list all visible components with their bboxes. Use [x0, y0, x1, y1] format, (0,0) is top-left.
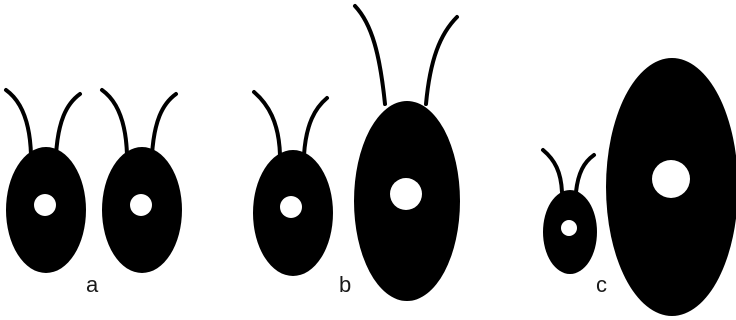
- flagellum: [152, 94, 176, 155]
- nucleus: [130, 194, 152, 216]
- nucleus: [280, 196, 302, 218]
- cell-a-right: [102, 90, 182, 273]
- flagellum: [543, 150, 562, 192]
- panel-label-a: a: [86, 272, 99, 297]
- panel-c: c: [543, 58, 736, 316]
- cell-a-left: [6, 90, 86, 273]
- flagellum: [6, 90, 31, 155]
- flagellum: [304, 98, 327, 155]
- cell-b-large: [354, 6, 460, 301]
- cell-b-small: [253, 92, 333, 276]
- panel-a: a: [6, 90, 182, 297]
- flagellum: [426, 17, 457, 104]
- flagellum: [576, 155, 594, 192]
- cell-c-large: [606, 58, 736, 316]
- flagellum: [254, 92, 280, 155]
- panel-label-c: c: [596, 272, 607, 297]
- cell-c-small: [543, 150, 597, 274]
- nucleus: [390, 178, 422, 210]
- panel-b: b: [253, 6, 460, 301]
- flagellum: [355, 6, 385, 104]
- nucleus: [652, 160, 690, 198]
- nucleus: [34, 194, 56, 216]
- flagellum: [56, 94, 80, 155]
- panel-label-b: b: [339, 272, 351, 297]
- nucleus: [561, 220, 577, 236]
- flagellum: [102, 90, 127, 155]
